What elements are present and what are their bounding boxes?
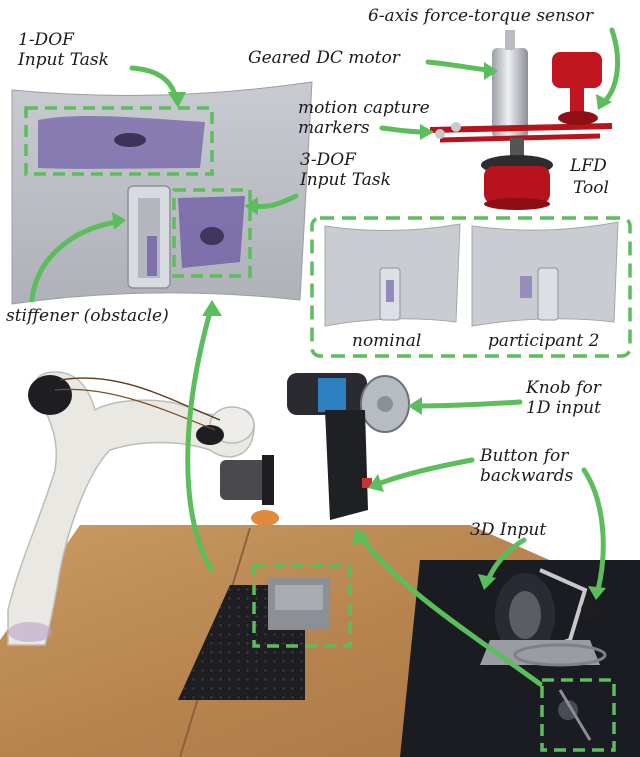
arrow-three-d	[485, 537, 527, 583]
label-geared-motor: Geared DC motor	[248, 48, 400, 68]
lfd-tool-photo	[429, 30, 613, 210]
label-three-d-input: 3D Input	[470, 520, 547, 540]
panel-photo	[11, 81, 313, 305]
arrow-heads	[112, 62, 612, 600]
label-force-torque-sensor: 6-axis force-torque sensor	[368, 6, 594, 26]
arrow-sensor	[601, 27, 620, 105]
label-mocap-line1: motion capture	[298, 98, 430, 118]
label-one-dof-line2: Input Task	[18, 50, 109, 70]
arrow-button-right	[581, 467, 606, 593]
label-knob-line1: Knob for	[526, 378, 601, 398]
comparison-inset	[310, 216, 632, 358]
robot-scene-photo	[0, 360, 640, 757]
label-lfd-line2: Tool	[573, 178, 609, 198]
geared-motor	[492, 48, 528, 138]
label-three-dof-line2: Input Task	[300, 170, 391, 190]
label-button-line1: Button for	[480, 446, 569, 466]
highlight-boxes	[24, 106, 616, 752]
robot-arm	[7, 371, 279, 646]
arrow-motor	[425, 59, 491, 73]
arrow-knob	[415, 399, 523, 409]
label-three-dof-line1: 3-DOF	[300, 150, 356, 170]
three-dof-box	[172, 188, 252, 278]
label-button-line2: backwards	[480, 466, 574, 486]
knob-device	[287, 373, 410, 520]
label-knob-line2: 1D input	[526, 398, 601, 418]
label-lfd-line1: LFD	[570, 156, 607, 176]
label-participant: participant 2	[488, 331, 600, 351]
arrow-markers	[379, 125, 427, 135]
label-mocap-line2: markers	[298, 118, 370, 138]
arrow-long-panel	[185, 309, 215, 573]
label-nominal: nominal	[352, 331, 422, 351]
workpiece-box	[252, 564, 352, 648]
force-torque-handle	[552, 52, 602, 88]
arrow-long-knob	[359, 535, 543, 687]
label-stiffener: stiffener (obstacle)	[6, 306, 169, 326]
one-dof-box	[24, 106, 214, 176]
three-d-input-box	[540, 678, 616, 752]
label-one-dof-line1: 1-DOF	[18, 30, 74, 50]
arrow-stiffener	[29, 219, 119, 303]
arrow-button	[375, 457, 475, 487]
three-d-input-device	[480, 568, 607, 741]
